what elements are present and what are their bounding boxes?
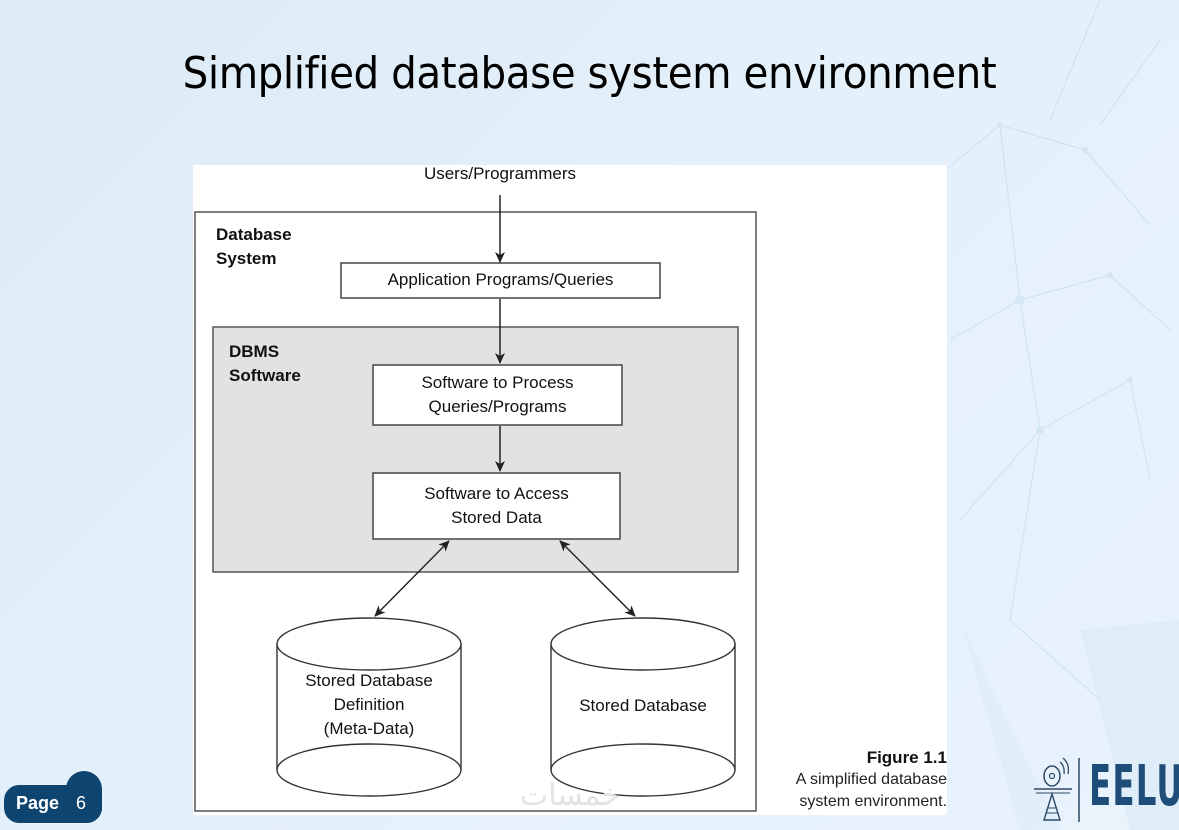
diagram-canvas — [194, 195, 757, 812]
stored-database-label: Stored Database — [579, 696, 707, 715]
eelu-logo: EELU — [1032, 752, 1179, 824]
logo-text: EELU — [1089, 754, 1179, 819]
page-label: Page — [16, 793, 60, 813]
process-queries-box — [372, 364, 623, 426]
figure-diagram: Users/Programmers Database System Applic… — [193, 164, 947, 815]
meta-data-cylinder — [276, 617, 462, 797]
meta-data-label: Stored Database Definition (Meta-Data) — [305, 671, 433, 738]
app-programs-label: Application Programs/Queries — [387, 270, 614, 289]
page-number: 6 — [76, 793, 87, 813]
access-meta-arrow — [374, 540, 450, 617]
figure-caption: Figure 1.1 A simplified database system … — [795, 748, 947, 810]
dbms-software-label: DBMS Software — [229, 342, 301, 385]
database-system-label: Database System — [216, 225, 292, 268]
process-queries-label: Software to Process Queries/Programs — [421, 373, 574, 416]
watermark: خمسات — [520, 778, 621, 813]
ankh-antenna-icon — [1034, 757, 1080, 822]
access-data-box — [372, 472, 621, 540]
users-programmers-label: Users/Programmers — [423, 164, 577, 183]
figure-number: Figure 1.1 — [866, 748, 947, 767]
stored-database-cylinder — [550, 617, 736, 797]
slide-title: Simplified database system environment — [182, 48, 997, 99]
app-programs-box — [340, 262, 661, 299]
access-db-arrow — [559, 540, 636, 617]
page-badge: Page 6 — [4, 771, 102, 823]
access-data-label: Software to Access Stored Data — [424, 484, 569, 527]
